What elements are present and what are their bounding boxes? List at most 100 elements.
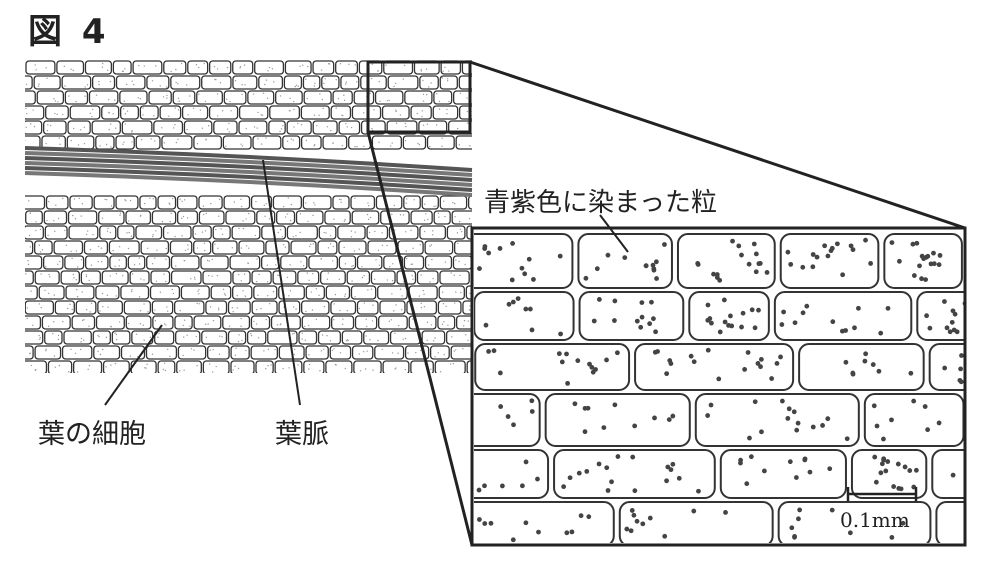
granule-dot — [413, 199, 415, 201]
granule-dot — [781, 309, 786, 315]
leaf-cell — [408, 285, 438, 300]
granule-dot — [79, 348, 82, 351]
granule-dot — [372, 304, 374, 306]
granule-dot — [196, 247, 199, 249]
granule-dot — [170, 212, 172, 215]
leaf-cell — [424, 255, 453, 270]
granule-dot — [332, 245, 334, 248]
leaf-cell — [47, 360, 73, 373]
granule-dot — [228, 122, 230, 125]
granule-dot — [522, 271, 528, 277]
granule-dot — [75, 279, 78, 281]
leaf-cell — [109, 255, 127, 270]
granule-dot — [308, 363, 311, 366]
leaf-cell — [54, 300, 75, 315]
granule-dot — [161, 220, 164, 223]
granule-dot — [22, 244, 23, 245]
granule-dot — [107, 306, 109, 308]
granule-dot — [523, 459, 529, 465]
granule-dot — [198, 303, 200, 305]
granule-dot — [105, 366, 107, 368]
granule-dot — [324, 78, 326, 80]
granule-dot — [913, 467, 919, 473]
granule-dot — [282, 243, 285, 246]
granule-dot — [124, 68, 126, 70]
granule-dot — [567, 475, 573, 481]
leaf-cell — [451, 210, 472, 225]
granule-dot — [405, 250, 407, 252]
granule-dot — [344, 295, 346, 297]
magnified-cell — [935, 501, 964, 543]
granule-dot — [531, 277, 536, 282]
granule-dot — [240, 317, 242, 320]
vein-strand — [24, 161, 473, 187]
cell-leader-line — [104, 324, 163, 406]
granule-dot — [231, 307, 234, 309]
granule-dot — [53, 219, 55, 222]
granule-dot — [22, 200, 23, 201]
granule-dot — [469, 305, 471, 307]
granule-dot — [158, 332, 160, 334]
leaf-cell — [410, 105, 432, 120]
granule-dot — [85, 274, 88, 276]
granule-dot — [197, 66, 200, 69]
granule-dot — [329, 340, 332, 342]
granule-dot — [609, 479, 614, 485]
granule-dot — [448, 100, 450, 103]
granule-dot — [448, 250, 451, 252]
granule-dot — [434, 356, 436, 358]
leaf-cell — [71, 315, 96, 330]
granule-dot — [456, 425, 461, 430]
leaf-cell — [227, 330, 247, 345]
granule-dot — [952, 311, 958, 317]
granule-dot — [482, 483, 487, 489]
granule-dot — [265, 79, 268, 81]
vein-leader-line — [262, 159, 301, 406]
granule-dot — [181, 200, 183, 202]
granule-dot — [994, 463, 999, 468]
leaf-cell — [198, 195, 223, 210]
leaf-cell — [98, 210, 125, 225]
granule-dot — [112, 249, 114, 252]
granule-dot — [829, 507, 835, 513]
granule-dot — [472, 81, 473, 82]
granule-dot — [367, 289, 369, 291]
granule-dot — [453, 428, 458, 433]
granule-dot — [634, 518, 640, 524]
granule-dot — [35, 221, 37, 223]
granule-dot — [319, 370, 321, 372]
granule-dot — [363, 274, 365, 277]
granule-dot — [25, 139, 26, 142]
granule-dot — [175, 81, 177, 84]
granule-dot — [318, 114, 320, 117]
granule-dot — [212, 319, 215, 322]
granule-dot — [174, 123, 176, 126]
granule-dot — [262, 92, 265, 94]
granule-dot — [301, 338, 303, 340]
granule-dot — [358, 353, 360, 355]
granule-dot — [146, 247, 149, 249]
granule-dot — [91, 115, 93, 118]
granule-dot — [885, 305, 891, 311]
granule-dot — [238, 227, 240, 230]
granule-dot — [386, 279, 389, 281]
granule-dot — [444, 66, 446, 69]
granule-dot — [897, 258, 902, 264]
granule-dot — [486, 250, 492, 256]
granule-dot — [420, 349, 422, 352]
granule-dot — [455, 349, 457, 351]
granule-dot — [378, 264, 381, 266]
magnified-cells — [453, 233, 999, 543]
granule-dot — [410, 263, 412, 265]
granule-dot — [110, 146, 112, 148]
granule-dot — [198, 293, 200, 295]
granule-dot — [109, 275, 111, 277]
granule-dot — [529, 398, 535, 404]
granule-dot — [345, 81, 347, 83]
granule-dot — [482, 246, 488, 251]
granule-dot — [86, 230, 89, 232]
leaf-cell — [162, 225, 192, 240]
granule-dot — [237, 367, 240, 370]
granule-dot — [944, 325, 950, 331]
granule-dot — [446, 113, 448, 115]
